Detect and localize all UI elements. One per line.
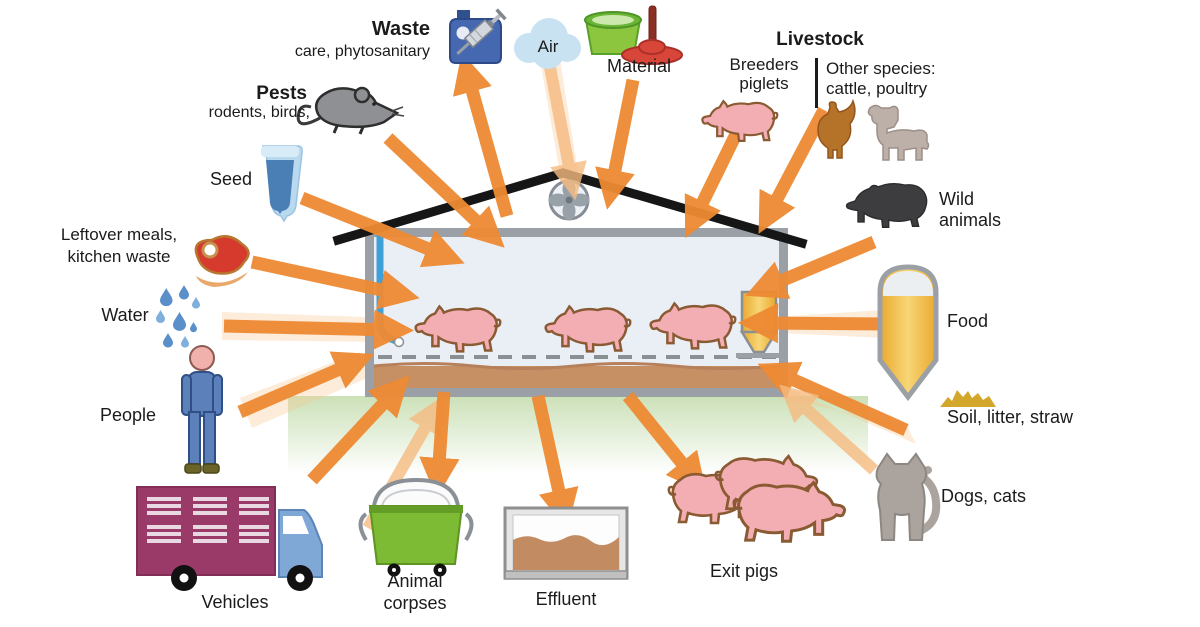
arrow-breeders-in [684,115,750,239]
rat-icon [296,86,405,135]
straw-pile-icon [940,390,996,407]
arrow-food-in [737,303,887,344]
waste-title: Waste [371,18,430,40]
arrow-air-in [543,60,587,201]
other-species-line1: Other species: [826,59,936,78]
material-label: Material [606,56,672,76]
arrow-meals-in [250,255,420,310]
wild-animals-line2: animals [939,210,1002,230]
chicken-icon [817,98,856,159]
arrow-waste-out [452,52,514,218]
arrow-people-in [237,351,375,418]
air-cloud-icon [514,18,581,69]
livestock-divider [815,58,818,108]
wild-animals-line1: Wild [939,189,974,209]
effluent-label: Effluent [535,589,597,609]
wild-boar-icon [845,182,928,228]
air-label: Air [537,37,559,56]
corpse-bin-icon [358,477,474,577]
waste-subtitle: care, phytosanitary [294,43,430,60]
cat-icon [875,452,941,541]
arrow-material-in [595,78,640,210]
arrow-otherspecies-in [758,106,830,234]
arrow-seed-in [299,191,465,268]
person-icon [181,345,223,474]
food-silo-icon [877,264,939,402]
calf-icon [867,104,930,161]
breeders-line2: piglets [739,74,789,93]
arrow-vehicles-in [307,375,410,485]
arrow-exitpigs-out [622,391,707,494]
seed-label: Seed [209,169,252,189]
arrow-pets-in [779,384,879,475]
vehicles-label: Vehicles [201,592,269,612]
breeders-line1: Breeders [729,55,799,74]
water-label: Water [101,305,149,325]
pathway-arrows [223,52,909,531]
livestock-title: Livestock [776,29,864,50]
material-tub-plunger-icon [584,5,683,65]
roof-fan-icon [548,179,590,221]
water-drops-icon [156,285,200,348]
arrow-soil-in [757,361,909,436]
arrow-wild-in [745,236,877,299]
waste-jug-syringe-icon [449,8,507,64]
pests-subtitle: rodents, birds, [208,104,310,121]
seed-dibber-icon [261,145,303,223]
corpses-line2: corpses [383,593,447,613]
food-label: Food [947,311,989,331]
livestock-pig-icon [701,100,779,142]
arrow-pests-in [383,133,505,248]
people-label: People [99,405,157,425]
arrow-effluent-out [531,394,579,530]
leftover-line2: kitchen waste [67,247,171,266]
exit-pigs-label: Exit pigs [709,561,779,581]
arrow-water-in [223,309,415,350]
barn [332,168,808,397]
dogs-cats-label: Dogs, cats [941,486,1027,506]
soil-label: Soil, litter, straw [947,407,1074,427]
livestock-truck-icon [136,486,323,591]
leftover-line1: Leftover meals, [60,225,178,244]
pests-title: Pests [256,83,307,104]
manure-layer [374,366,779,388]
other-species-line2: cattle, poultry [826,79,928,98]
meat-leftovers-icon [194,235,250,287]
effluent-tank-icon [503,506,629,580]
corpses-line1: Animal [387,571,443,591]
arrow-corpses-out [419,391,460,499]
